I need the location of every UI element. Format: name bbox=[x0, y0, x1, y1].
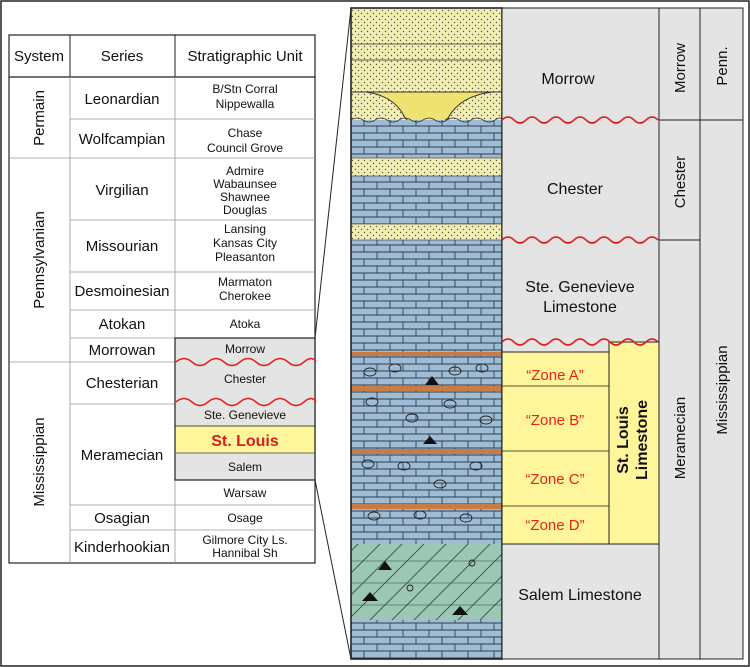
formation-morrow: Morrow bbox=[541, 71, 595, 88]
unit-ste-genevieve: Ste. Genevieve bbox=[204, 408, 286, 422]
formation-ste-genevieve-1: Ste. Genevieve bbox=[525, 279, 635, 296]
unit-text: Chase bbox=[228, 126, 263, 140]
series-panel: Morrow Chester Meramecian bbox=[658, 7, 701, 660]
formation-panel: Morrow Chester Ste. Genevieve Limestone … bbox=[501, 7, 660, 660]
system-penn-label: Penn. bbox=[714, 46, 731, 85]
chert-triangles bbox=[423, 376, 439, 444]
series-chester-label: Chester bbox=[672, 156, 689, 209]
system-mississippian-label: Mississippian bbox=[714, 345, 731, 434]
system-permian: Permain bbox=[31, 90, 48, 146]
unit-text: Douglas bbox=[223, 203, 267, 217]
series-kinderhookian: Kinderhookian bbox=[74, 539, 170, 556]
unit-text: Marmaton bbox=[218, 275, 272, 289]
formation-chester: Chester bbox=[547, 181, 604, 198]
series-missourian: Missourian bbox=[86, 238, 159, 255]
unit-text: Atoka bbox=[230, 317, 261, 331]
st-louis-label-1: St. Louis bbox=[615, 406, 632, 474]
st-louis-limestone bbox=[351, 352, 502, 544]
lithology-column bbox=[350, 7, 503, 660]
shale-bands bbox=[351, 352, 502, 509]
chester-sandstone bbox=[350, 157, 503, 177]
table-unconformity-1 bbox=[175, 357, 317, 367]
series-morrowan: Morrowan bbox=[89, 342, 156, 359]
system-mississippian: Mississippian bbox=[31, 417, 48, 506]
unit-chester: Chester bbox=[224, 372, 266, 386]
oolites bbox=[361, 363, 493, 523]
zone-b-label: “Zone B” bbox=[526, 412, 584, 429]
unit-text: Nippewalla bbox=[216, 97, 275, 111]
series-meramecian: Meramecian bbox=[81, 447, 164, 464]
morrow-chester-cell bbox=[175, 338, 315, 404]
unconformity-genevieve bbox=[501, 338, 659, 346]
series-leonardian: Leonardian bbox=[84, 91, 159, 108]
series-chesterian: Chesterian bbox=[86, 375, 159, 392]
unit-text: Council Grove bbox=[207, 141, 283, 155]
salem-base-limestone bbox=[351, 620, 502, 659]
series-meramecian-label: Meramecian bbox=[672, 397, 689, 480]
series-morrow-label: Morrow bbox=[672, 43, 689, 93]
unit-st-louis: St. Louis bbox=[211, 433, 279, 450]
zone-c-label: “Zone C” bbox=[525, 471, 584, 488]
unit-text: Gilmore City Ls. bbox=[202, 533, 287, 547]
unit-text: Pleasanton bbox=[215, 250, 275, 264]
ste-genevieve-sandstone bbox=[350, 223, 503, 241]
connector-bottom bbox=[314, 479, 352, 660]
connector-top bbox=[314, 7, 352, 339]
header-system: System bbox=[14, 48, 64, 65]
unit-text: Kansas City bbox=[213, 236, 277, 250]
unit-salem: Salem bbox=[228, 460, 262, 474]
unit-text: Wabaunsee bbox=[213, 177, 277, 191]
series-atokan: Atokan bbox=[99, 316, 146, 333]
stratigraphic-table: System Series Stratigraphic Unit Permain… bbox=[8, 34, 317, 564]
formation-salem: Salem Limestone bbox=[518, 587, 642, 604]
zone-d-label: “Zone D” bbox=[525, 517, 584, 534]
unit-morrow: Morrow bbox=[225, 342, 265, 356]
table-unconformity-2 bbox=[175, 397, 317, 407]
unconformity-chester bbox=[501, 236, 659, 244]
unit-warsaw: Warsaw bbox=[224, 486, 267, 500]
unit-text: Hannibal Sh bbox=[212, 546, 277, 560]
series-wolfcampian: Wolfcampian bbox=[79, 131, 165, 148]
unit-text: Lansing bbox=[224, 222, 266, 236]
series-osagian: Osagian bbox=[94, 510, 150, 527]
st-louis-cell bbox=[175, 426, 315, 453]
unit-text: Cherokee bbox=[219, 289, 271, 303]
series-desmoinesian: Desmoinesian bbox=[74, 283, 169, 300]
system-pennsylvanian: Pennsylvanian bbox=[31, 211, 48, 309]
unit-text: B/Stn Corral bbox=[212, 82, 277, 96]
unit-text: Shawnee bbox=[220, 190, 270, 204]
unconformity-morrow bbox=[501, 116, 659, 124]
unit-osage: Osage bbox=[227, 511, 263, 525]
header-series: Series bbox=[101, 48, 144, 65]
system-panel: Penn. Mississippian bbox=[699, 7, 744, 660]
ste-genevieve-cell bbox=[175, 404, 315, 426]
formation-ste-genevieve-2: Limestone bbox=[543, 299, 617, 316]
unit-text: Admire bbox=[226, 164, 264, 178]
series-virgilian: Virgilian bbox=[95, 182, 148, 199]
header-unit: Stratigraphic Unit bbox=[187, 48, 303, 65]
zone-a-label: “Zone A” bbox=[526, 367, 584, 384]
st-louis-label-2: Limestone bbox=[634, 400, 651, 480]
salem-cell bbox=[175, 453, 315, 480]
